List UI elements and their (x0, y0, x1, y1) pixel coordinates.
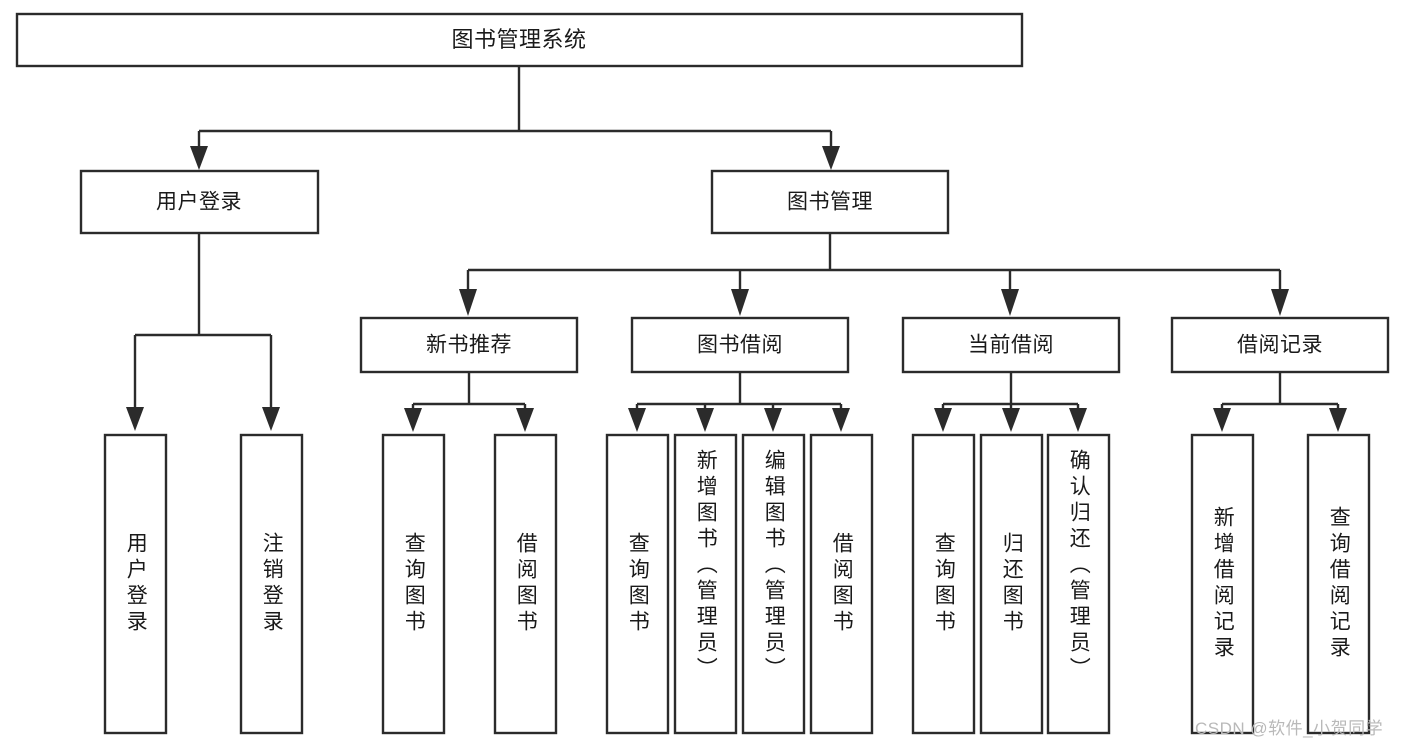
node-current-borrow-box (901, 316, 1121, 374)
arrow-book-borrow-leaf-2 (696, 408, 714, 432)
leaf-box-user-login-2[interactable] (239, 433, 304, 735)
leaf-box-book-borrow-3[interactable] (741, 433, 806, 735)
node-user-login[interactable]: 用户登录 (79, 169, 320, 235)
node-borrow-record-label: 借阅记录 (1237, 334, 1323, 357)
arrow-book-mgmt-to-borrow-record (1271, 289, 1289, 316)
arrow-user-login-leaf-2 (262, 407, 280, 431)
node-current-borrow-label: 当前借阅 (968, 334, 1054, 357)
node-user-login-label: 用户登录 (156, 191, 242, 214)
arrow-borrow-record-leaf-2 (1329, 408, 1347, 432)
node-root-label: 图书管理系统 (451, 27, 586, 52)
arrow-book-borrow-leaf-4 (832, 408, 850, 432)
node-root-system[interactable]: 图书管理系统 (15, 12, 1024, 68)
arrow-borrow-record-leaf-1 (1213, 408, 1231, 432)
arrow-current-borrow-leaf-1 (934, 408, 952, 432)
leaf-box-borrow-record-2[interactable] (1306, 433, 1371, 735)
leaf-box-book-borrow-4[interactable] (809, 433, 874, 735)
arrow-book-mgmt-to-book-borrow (731, 289, 749, 316)
leaf-box-current-borrow-3[interactable] (1046, 433, 1111, 735)
arrow-current-borrow-leaf-3 (1069, 408, 1087, 432)
arrow-current-borrow-leaf-2 (1002, 408, 1020, 432)
leaf-box-borrow-record-1[interactable] (1190, 433, 1255, 735)
node-borrow-record-box (1170, 316, 1390, 374)
node-book-management[interactable]: 图书管理 (710, 169, 950, 235)
leaf-box-book-borrow-2[interactable] (673, 433, 738, 735)
arrow-book-mgmt-to-new-book (459, 289, 477, 316)
arrow-new-book-leaf-1 (404, 408, 422, 432)
node-current-borrow[interactable]: 当前借阅 (901, 316, 1121, 374)
leaf-box-user-login-1[interactable] (103, 433, 168, 735)
node-root-box (15, 12, 1024, 68)
leaf-box-current-borrow-1[interactable] (911, 433, 976, 735)
node-borrow-record[interactable]: 借阅记录 (1170, 316, 1390, 374)
arrow-book-borrow-leaf-3 (764, 408, 782, 432)
node-new-book-recommend-box (359, 316, 579, 374)
node-new-book-recommend[interactable]: 新书推荐 (359, 316, 579, 374)
node-book-management-box (710, 169, 950, 235)
arrow-new-book-leaf-2 (516, 408, 534, 432)
node-new-book-recommend-label: 新书推荐 (426, 334, 512, 357)
arrow-user-login-leaf-1 (126, 407, 144, 431)
arrow-root-to-book-mgmt (822, 146, 840, 170)
node-book-borrow-label: 图书借阅 (697, 334, 783, 357)
leaf-box-new-book-2[interactable] (493, 433, 558, 735)
leaf-box-new-book-1[interactable] (381, 433, 446, 735)
arrow-book-borrow-leaf-1 (628, 408, 646, 432)
arrow-book-mgmt-to-current-borrow (1001, 289, 1019, 316)
csdn-watermark: CSDN @软件_小贺同学 (1195, 719, 1384, 738)
node-book-management-label: 图书管理 (787, 191, 873, 214)
node-book-borrow[interactable]: 图书借阅 (630, 316, 850, 374)
leaf-box-book-borrow-1[interactable] (605, 433, 670, 735)
arrow-root-to-user-login (190, 146, 208, 170)
leaf-box-current-borrow-2[interactable] (979, 433, 1044, 735)
node-book-borrow-box (630, 316, 850, 374)
